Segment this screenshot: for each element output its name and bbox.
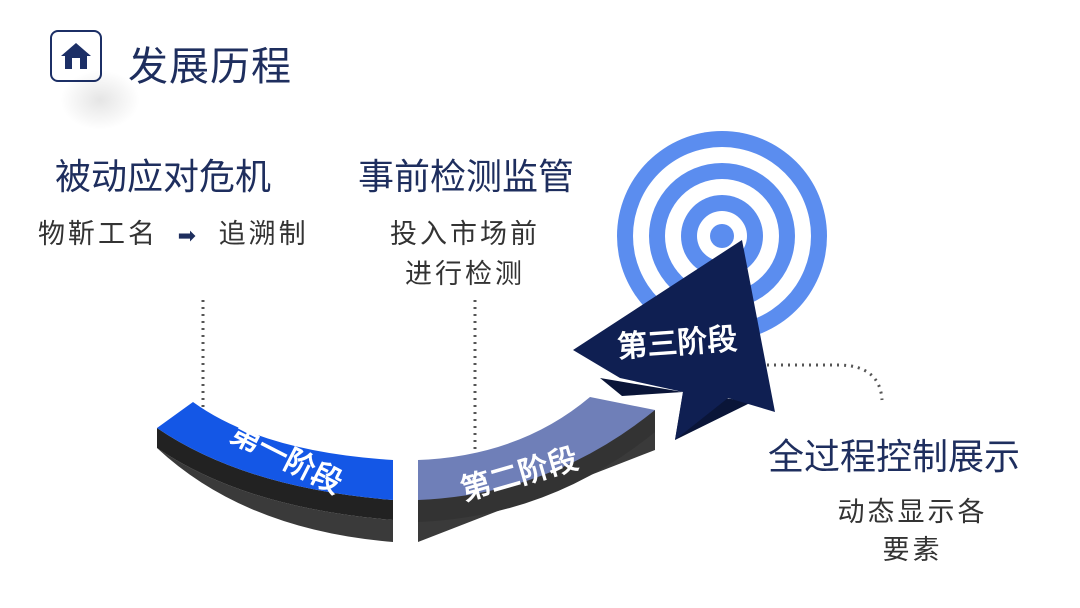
header-shadow [60, 70, 140, 130]
right-arrow-icon: ➡ [177, 224, 200, 249]
page-title: 发展历程 [128, 44, 292, 90]
phase1-description: 物靳工名 ➡ 追溯制 [38, 212, 309, 251]
connector-line-3 [760, 363, 884, 401]
home-icon [61, 43, 91, 69]
phase2-heading: 事前检测监管 [358, 157, 575, 198]
phase2-desc-line1: 投入市场前 [390, 219, 540, 250]
phase3-heading: 全过程控制展示 [768, 437, 1021, 478]
phase3-desc-line2: 要素 [882, 535, 943, 566]
stage3-label: 第三阶段 [616, 322, 738, 364]
phase1-desc-left: 物靳工名 [38, 219, 158, 250]
phase1-heading: 被动应对危机 [55, 157, 272, 198]
phase2-desc-line2: 进行检测 [405, 259, 525, 290]
stage3-arrow [573, 240, 775, 440]
stage1-segment [157, 402, 393, 542]
phase3-desc-line1: 动态显示各 [837, 497, 988, 528]
home-button[interactable] [50, 30, 102, 82]
phase1-desc-right: 追溯制 [218, 219, 309, 250]
stage2-segment [418, 397, 655, 542]
